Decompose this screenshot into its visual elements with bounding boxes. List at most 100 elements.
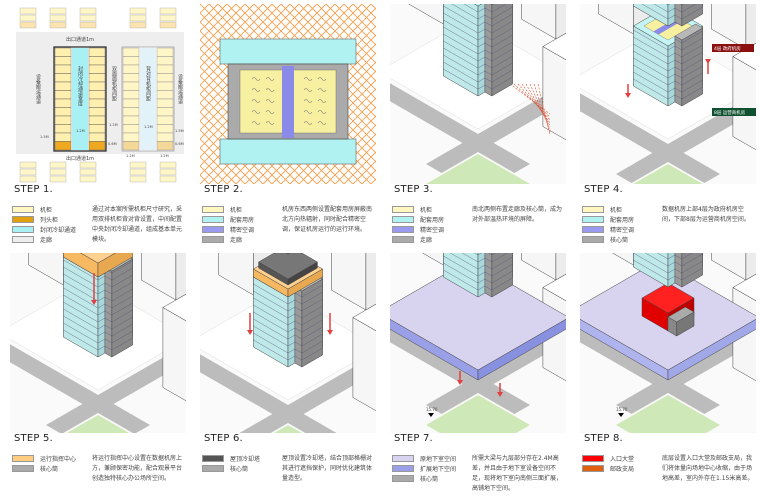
airflow-icon — [303, 77, 313, 81]
arrow-icon — [625, 93, 631, 98]
context-building — [141, 253, 186, 301]
floor-line — [294, 312, 323, 326]
context-building — [331, 253, 376, 311]
legend-swatch — [392, 475, 414, 483]
floor-line — [679, 4, 685, 6]
step-6-diagram — [200, 253, 376, 433]
label-text: 8层 运营商机房 — [714, 109, 746, 116]
floor-line — [104, 302, 133, 316]
legend-swatch — [582, 226, 604, 234]
legend: 机柜配套用房精密空调走廊 — [392, 205, 470, 245]
airflow-icon — [317, 110, 327, 114]
floor-line — [484, 55, 513, 69]
block-face-right — [111, 258, 133, 358]
legend-item: 核心筒 — [582, 235, 660, 245]
cabinet — [79, 14, 97, 22]
block-face-left — [331, 253, 367, 311]
step-panel-2: STEP 2.机柜配套用房精密空调走廊机房东西两侧设置配套用房屏蔽南北方向热辐射… — [190, 0, 380, 249]
cabinet — [156, 64, 174, 74]
floor-line — [645, 253, 691, 267]
floor-line — [104, 309, 133, 323]
block-face-top — [542, 273, 566, 302]
radiation-line — [200, 4, 291, 95]
cabinet — [88, 81, 106, 91]
block-face-right — [491, 253, 513, 298]
legend-swatch — [392, 216, 414, 224]
airflow-icon — [317, 99, 327, 103]
legend-swatch — [202, 465, 224, 473]
step-description: 数据机房上部4层为政府机房空间，下部8层为运营商机房空间。 — [662, 206, 750, 223]
cold-aisle — [72, 48, 88, 150]
cabinet — [159, 7, 177, 15]
label-text: 15.70 — [616, 407, 628, 412]
legend-swatch — [202, 216, 224, 224]
heat-line — [529, 83, 551, 130]
cabinet — [129, 168, 147, 176]
core-tube — [674, 23, 704, 107]
legend-item: 机柜 — [582, 205, 660, 215]
radiation-line — [200, 4, 264, 68]
diagram-svg — [390, 4, 566, 184]
step-label: STEP 1. — [14, 184, 53, 195]
airflow-icon — [317, 88, 327, 92]
floor-line — [484, 76, 513, 90]
legend: 原地下室空间扩展地下空间核心筒 — [392, 454, 470, 484]
arrow-icon — [497, 392, 503, 397]
radiation-line — [200, 4, 318, 122]
label-text: 封闭冷却通道宽度 — [77, 65, 83, 107]
floor-line — [294, 326, 323, 340]
block-face-right — [491, 4, 513, 97]
legend: 入口大堂邮政支局 — [582, 454, 660, 474]
heat-line — [517, 83, 551, 121]
floor-line — [674, 30, 703, 44]
block-face-top — [352, 303, 376, 332]
block-face-left — [612, 253, 634, 266]
block-face-left — [674, 253, 683, 288]
floor-line — [104, 274, 133, 288]
floor-line — [104, 295, 133, 309]
step-label: STEP 8. — [584, 433, 623, 444]
legend-item: 入口大堂 — [582, 454, 660, 464]
road — [390, 83, 530, 173]
label-text: 0.6M — [108, 142, 117, 146]
label-text: 1.2M — [126, 154, 135, 158]
cabinet — [156, 47, 174, 57]
floor-line — [463, 4, 493, 13]
context-building — [732, 42, 756, 151]
floor-line — [674, 58, 703, 72]
post-office — [667, 306, 695, 337]
cooling-tower — [258, 253, 318, 286]
cabinet — [54, 56, 72, 66]
step-3-diagram — [390, 4, 566, 184]
legend-item: 屋顶冷却塔 — [202, 454, 280, 464]
legend-item: 邮政支局 — [582, 464, 660, 474]
block-face-left — [162, 307, 186, 402]
legend-item: 配套用房 — [582, 215, 660, 225]
radiation-line — [200, 4, 273, 77]
cabinet — [54, 115, 72, 125]
precision-ac — [282, 66, 294, 138]
cabinet — [54, 81, 72, 91]
legend-item: 走廊 — [202, 235, 280, 245]
floor-line — [484, 62, 513, 76]
cabinet — [156, 98, 174, 108]
block-face-left — [294, 286, 303, 368]
context-building — [352, 303, 376, 412]
label-text: 0.6M — [175, 142, 184, 146]
step-panel-6: STEP 6.屋顶冷却塔核心筒屋顶设置冷却塔，结合顶部格栅对其进行遮挡保护，同时… — [190, 249, 380, 498]
airflow-icon — [251, 77, 261, 81]
legend-label: 精密空调 — [610, 227, 635, 235]
floor-line — [674, 253, 703, 267]
block-face-left — [141, 253, 177, 301]
legend-label: 邮政支局 — [610, 466, 635, 474]
floor-line — [294, 347, 323, 361]
block-face-left — [484, 4, 493, 97]
core-tube — [484, 4, 513, 97]
block-face-left — [633, 4, 669, 27]
elevation-marker-icon — [428, 413, 434, 417]
floor-line — [674, 37, 703, 51]
legend-item: 列头柜 — [12, 215, 90, 225]
airflow-icon — [251, 110, 261, 114]
radiation-line — [343, 151, 376, 184]
cabinet — [54, 73, 72, 83]
